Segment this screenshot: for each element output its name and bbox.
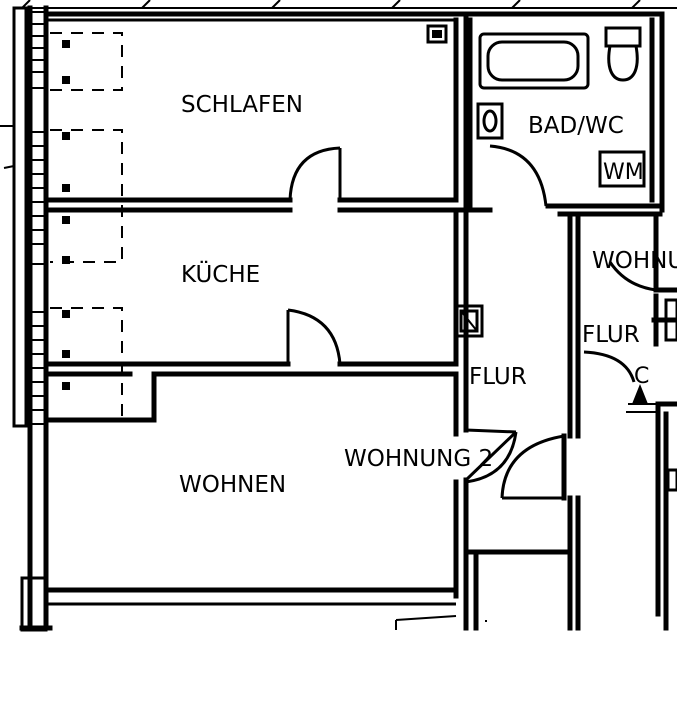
room-label-wm: WM bbox=[603, 160, 644, 185]
dashed-closets bbox=[50, 32, 123, 422]
room-label-kueche: KÜCHE bbox=[181, 260, 260, 288]
left-facade bbox=[0, 5, 70, 632]
room-label-wohnung-2: WOHNUNG 2 bbox=[344, 446, 493, 472]
bathroom bbox=[463, 11, 665, 217]
room-label-wohnen: WOHNEN bbox=[179, 472, 286, 498]
radiator-ticks bbox=[62, 40, 70, 390]
room-label-flur-right: FLUR bbox=[582, 322, 640, 348]
top-hatch bbox=[14, 0, 677, 9]
marker-label-c: C bbox=[634, 364, 649, 389]
fuse-box-top bbox=[426, 24, 448, 44]
fuse-box-flur bbox=[454, 304, 484, 338]
room-label-flur-main: FLUR bbox=[469, 364, 527, 390]
room-label-wohnung-right: WOHNUI bbox=[592, 248, 677, 274]
apartment-walls bbox=[43, 11, 573, 631]
room-label-schlafen: SCHLAFEN bbox=[181, 92, 303, 118]
doors bbox=[286, 146, 636, 501]
balcony-blocks bbox=[29, 11, 47, 425]
right-neighbour bbox=[567, 211, 677, 631]
room-label-bad-wc: BAD/WC bbox=[528, 113, 624, 139]
